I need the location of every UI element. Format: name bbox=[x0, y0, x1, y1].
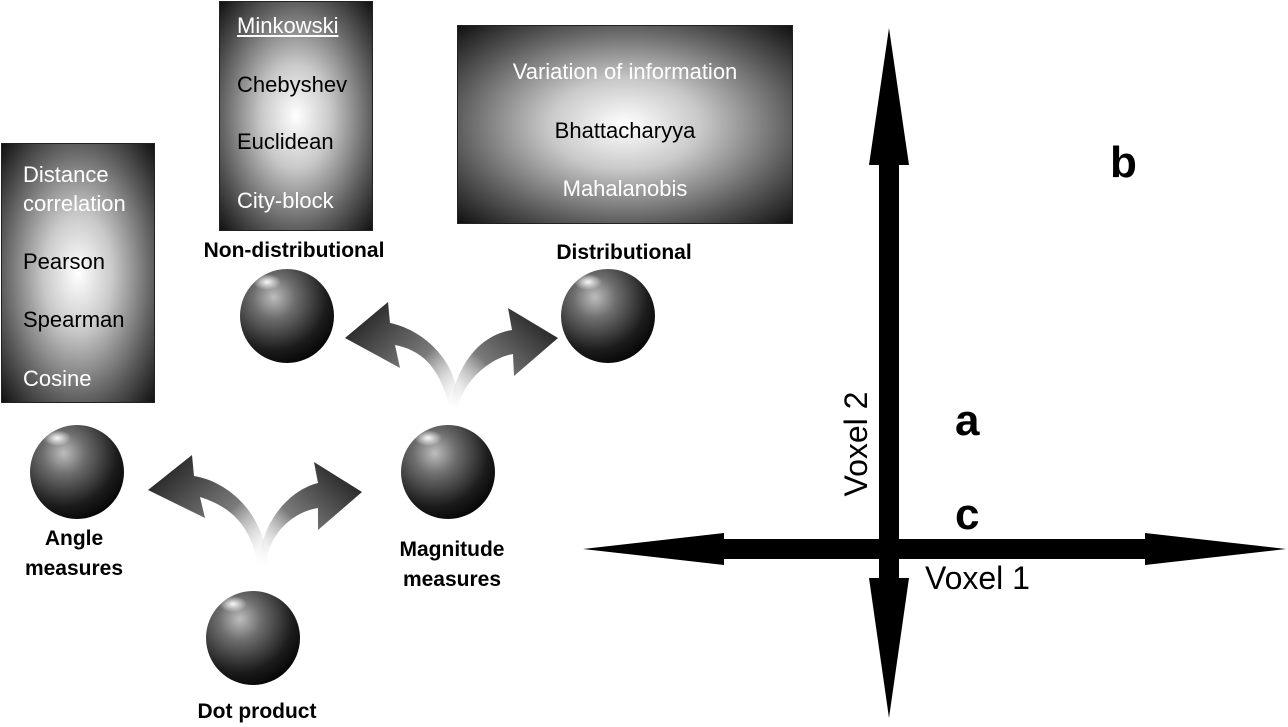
box-item-pearson: Pearson bbox=[23, 249, 105, 274]
box-item-minkowski: Minkowski bbox=[237, 13, 339, 38]
y-axis bbox=[869, 28, 909, 718]
sphere-non-distributional bbox=[240, 269, 334, 363]
arrow-magnitude-to-nondistributional bbox=[345, 302, 459, 410]
sphere-magnitude-measures bbox=[401, 425, 495, 519]
label-non-distributional: Non-distributional bbox=[203, 239, 385, 262]
label-angle-line1: Angle bbox=[44, 527, 104, 550]
angle-measures-box: Distance correlation Pearson Spearman Co… bbox=[1, 143, 155, 403]
sphere-angle-measures bbox=[30, 425, 124, 519]
box-item-correlation: correlation bbox=[23, 191, 126, 216]
box-item-city-block: City-block bbox=[237, 188, 334, 213]
letter-c: c bbox=[955, 490, 980, 539]
label-angle-line2: measures bbox=[24, 557, 124, 580]
sphere-dot-product bbox=[206, 591, 300, 685]
box-item-euclidean: Euclidean bbox=[237, 129, 334, 154]
label-dot-product: Dot product bbox=[197, 700, 317, 723]
box-item-distance: Distance bbox=[23, 162, 109, 187]
non-distributional-box: Minkowski Chebyshev Euclidean City-block bbox=[219, 1, 373, 231]
arrow-dot-to-magnitude bbox=[258, 462, 362, 565]
box-item-cosine: Cosine bbox=[23, 366, 92, 391]
label-magnitude-line1: Magnitude bbox=[399, 538, 505, 561]
box-item-variation-of-information: Variation of information bbox=[512, 59, 738, 84]
arrow-dot-to-angle bbox=[148, 455, 267, 565]
x-axis-label: Voxel 1 bbox=[925, 560, 1030, 596]
letter-a: a bbox=[955, 396, 980, 445]
box-item-mahalanobis: Mahalanobis bbox=[562, 176, 688, 201]
box-item-chebyshev: Chebyshev bbox=[237, 72, 348, 97]
y-axis-label: Voxel 2 bbox=[838, 391, 874, 497]
box-item-bhattacharyya: Bhattacharyya bbox=[554, 118, 696, 143]
box-item-spearman: Spearman bbox=[23, 307, 125, 332]
arrow-magnitude-to-distributional bbox=[450, 308, 558, 410]
label-distributional: Distributional bbox=[556, 241, 692, 264]
x-axis bbox=[583, 533, 1286, 565]
sphere-distributional bbox=[561, 269, 655, 363]
label-magnitude-line2: measures bbox=[402, 568, 502, 591]
distributional-box: Variation of information Bhattacharyya M… bbox=[457, 25, 793, 224]
letter-b: b bbox=[1110, 138, 1137, 187]
